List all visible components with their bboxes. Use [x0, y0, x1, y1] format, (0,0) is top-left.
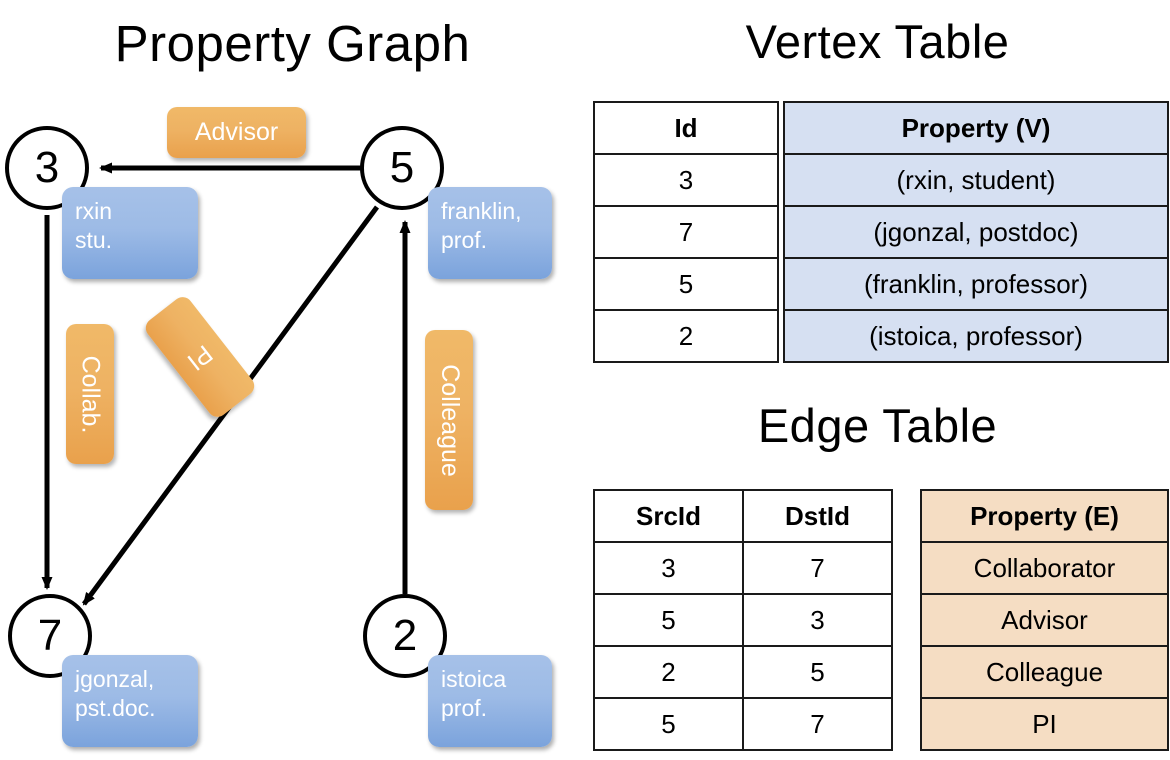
property-graph-diagram: 3 5 7 2 rxin stu. franklin, prof. jgonza…: [5, 107, 552, 747]
vertex-property-line1: franklin,: [441, 198, 522, 224]
edge-table-cell-src: 3: [593, 541, 744, 595]
page-title-property-graph: Property Graph: [114, 15, 471, 72]
edge-table-cell-dst: 5: [742, 645, 893, 699]
table-row: 7: [593, 205, 779, 259]
edge-label-collab: Collab.: [66, 324, 114, 464]
table-header-row: Id: [593, 101, 779, 155]
graph-vertex-5[interactable]: 5: [360, 126, 444, 210]
table-header-row: Property (E): [920, 489, 1169, 543]
vertex-table-property-column: Property (V) (rxin, student) (jgonzal, p…: [783, 101, 1169, 363]
vertex-table-cell-id: 7: [593, 205, 779, 259]
edge-table-header-dstid: DstId: [742, 489, 893, 543]
edge-table-cell-property: Colleague: [920, 645, 1169, 699]
vertex-table-header-property: Property (V): [783, 101, 1169, 155]
vertex-table-cell-property: (jgonzal, postdoc): [783, 205, 1169, 259]
table-row: (rxin, student): [783, 153, 1169, 207]
table-row: 5: [593, 257, 779, 311]
edge-table-property-column: Property (E) Collaborator Advisor Collea…: [920, 489, 1169, 751]
edge-table-cell-dst: 3: [742, 593, 893, 647]
edge-table-header-srcid: SrcId: [593, 489, 744, 543]
vertex-property-line2: stu.: [75, 227, 113, 253]
vertex-table-cell-id: 2: [593, 309, 779, 363]
vertex-property-line2: prof.: [441, 695, 488, 721]
edge-label-pi-text: PI: [182, 339, 219, 376]
edge-table-id-columns: SrcId DstId 3 7 5 3 2 5 5 7: [593, 489, 893, 751]
edge-table-cell-dst: 7: [742, 697, 893, 751]
page-title-vertex-table: Vertex Table: [745, 15, 1010, 68]
table-row: Collaborator: [920, 541, 1169, 595]
vertex-table-cell-property: (franklin, professor): [783, 257, 1169, 311]
table-row: (franklin, professor): [783, 257, 1169, 311]
edge-table-cell-property: Advisor: [920, 593, 1169, 647]
table-row: 5 7: [593, 697, 893, 751]
edge-label-colleague-text: Colleague: [435, 363, 464, 477]
table-row: 3: [593, 153, 779, 207]
vertex-property-line1: rxin: [75, 198, 113, 224]
table-row: Colleague: [920, 645, 1169, 699]
graph-vertex-2[interactable]: 2: [363, 594, 447, 678]
vertex-table-cell-property: (rxin, student): [783, 153, 1169, 207]
vertex-property-line2: prof.: [441, 227, 488, 253]
vertex-property-box-5: franklin, prof.: [428, 187, 552, 279]
vertex-property-line1: istoica: [441, 666, 507, 692]
table-row: 2 5: [593, 645, 893, 699]
table-row: Advisor: [920, 593, 1169, 647]
vertex-table-id-column: Id 3 7 5 2: [593, 101, 779, 363]
table-row: (istoica, professor): [783, 309, 1169, 363]
vertex-table-cell-id: 5: [593, 257, 779, 311]
table-row: 5 3: [593, 593, 893, 647]
vertex-table-header-id: Id: [593, 101, 779, 155]
edge-table-header-property: Property (E): [920, 489, 1169, 543]
table-row: PI: [920, 697, 1169, 751]
vertex-property-line1: jgonzal,: [75, 666, 155, 692]
edge-table-cell-src: 5: [593, 697, 744, 751]
edge-label-advisor-text: Advisor: [194, 118, 279, 146]
table-header-row: SrcId DstId: [593, 489, 893, 543]
edge-label-colleague: Colleague: [425, 330, 473, 510]
table-row: 3 7: [593, 541, 893, 595]
edge-label-collab-text: Collab.: [76, 355, 105, 433]
edge-table-cell-src: 5: [593, 593, 744, 647]
vertex-property-box-3: rxin stu.: [62, 187, 198, 279]
vertex-table-cell-property: (istoica, professor): [783, 309, 1169, 363]
edge-table-cell-property: PI: [920, 697, 1169, 751]
edge-table-cell-src: 2: [593, 645, 744, 699]
table-row: (jgonzal, postdoc): [783, 205, 1169, 259]
table-header-row: Property (V): [783, 101, 1169, 155]
vertex-property-box-7: jgonzal, pst.doc.: [62, 655, 198, 747]
table-row: 2: [593, 309, 779, 363]
edge-table-cell-property: Collaborator: [920, 541, 1169, 595]
vertex-property-box-2: istoica prof.: [428, 655, 552, 747]
edge-label-advisor: Advisor: [167, 107, 306, 158]
edge-table-cell-dst: 7: [742, 541, 893, 595]
page-title-edge-table: Edge Table: [757, 399, 998, 452]
vertex-property-line2: pst.doc.: [75, 695, 156, 721]
vertex-table-cell-id: 3: [593, 153, 779, 207]
